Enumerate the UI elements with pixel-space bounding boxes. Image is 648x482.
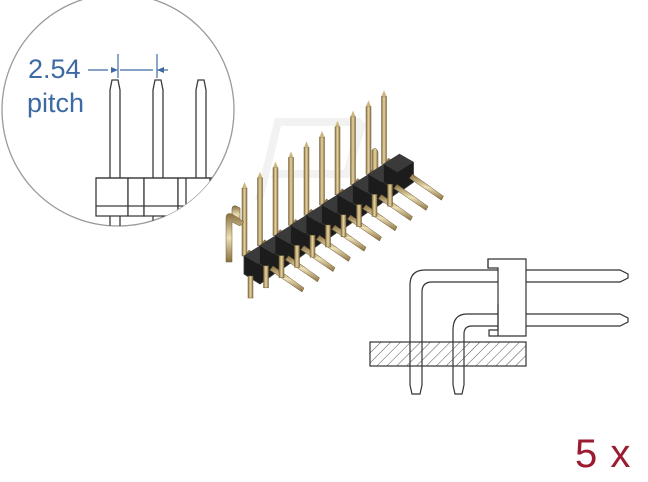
front-pin-horizontal [393,184,429,211]
back-pin-vertical [365,106,372,175]
back-pin-vertical [334,126,341,196]
back-pin-vertical [319,136,325,206]
back-pin-tip [288,151,294,158]
front-pin-horizontal [378,194,413,221]
front-pin-vertical [247,275,254,299]
front-pin-vertical [309,234,316,258]
front-pin-vertical [356,204,362,227]
front-pin-vertical [278,255,285,278]
pitch-label-text: pitch [27,88,85,118]
back-pin-tip [304,141,309,148]
front-pin-horizontal [347,214,382,242]
front-pin-vertical [371,194,378,217]
front-pin-horizontal [331,224,367,252]
quantity-label: 5 x [575,432,632,476]
end-pin [225,213,245,263]
front-pin-horizontal [409,173,444,201]
housing-top-face [383,154,414,173]
back-pin-tip [242,182,247,188]
back-pin-vertical [381,95,387,165]
back-pin-tip [335,120,340,127]
cross-section-drawing [369,258,629,395]
back-pin-vertical [350,116,356,185]
pitch-value-text: 2.54 [28,54,81,84]
lower-pin-bend [452,313,498,385]
pin-header-photo [225,90,444,299]
front-pin-vertical [325,224,331,248]
front-pin-horizontal [362,204,398,232]
pcb-board [369,341,527,367]
back-pin-vertical [257,177,263,247]
front-pin-horizontal [285,255,320,283]
front-pin-vertical [340,214,347,238]
front-pin-horizontal [316,235,351,262]
front-pins [247,173,444,299]
back-pin-tip [319,131,325,137]
pitch-dimension-line [88,54,168,78]
front-pin-horizontal [300,245,336,272]
upper-pin-bend [409,269,498,385]
front-pin-vertical [263,265,269,289]
back-pin-vertical [288,157,294,226]
back-pin-vertical [303,146,310,216]
zoom-detail-circle [1,0,235,227]
front-pin-vertical [387,183,393,207]
back-pin-tip [350,110,356,117]
back-pin-tip [257,171,263,178]
back-pin-tip [381,90,387,97]
front-pin-vertical [294,245,300,268]
back-pin-tip [273,161,278,168]
back-pin-vertical [272,167,279,236]
back-pin-tip [366,100,371,107]
front-pin-horizontal [269,265,305,293]
